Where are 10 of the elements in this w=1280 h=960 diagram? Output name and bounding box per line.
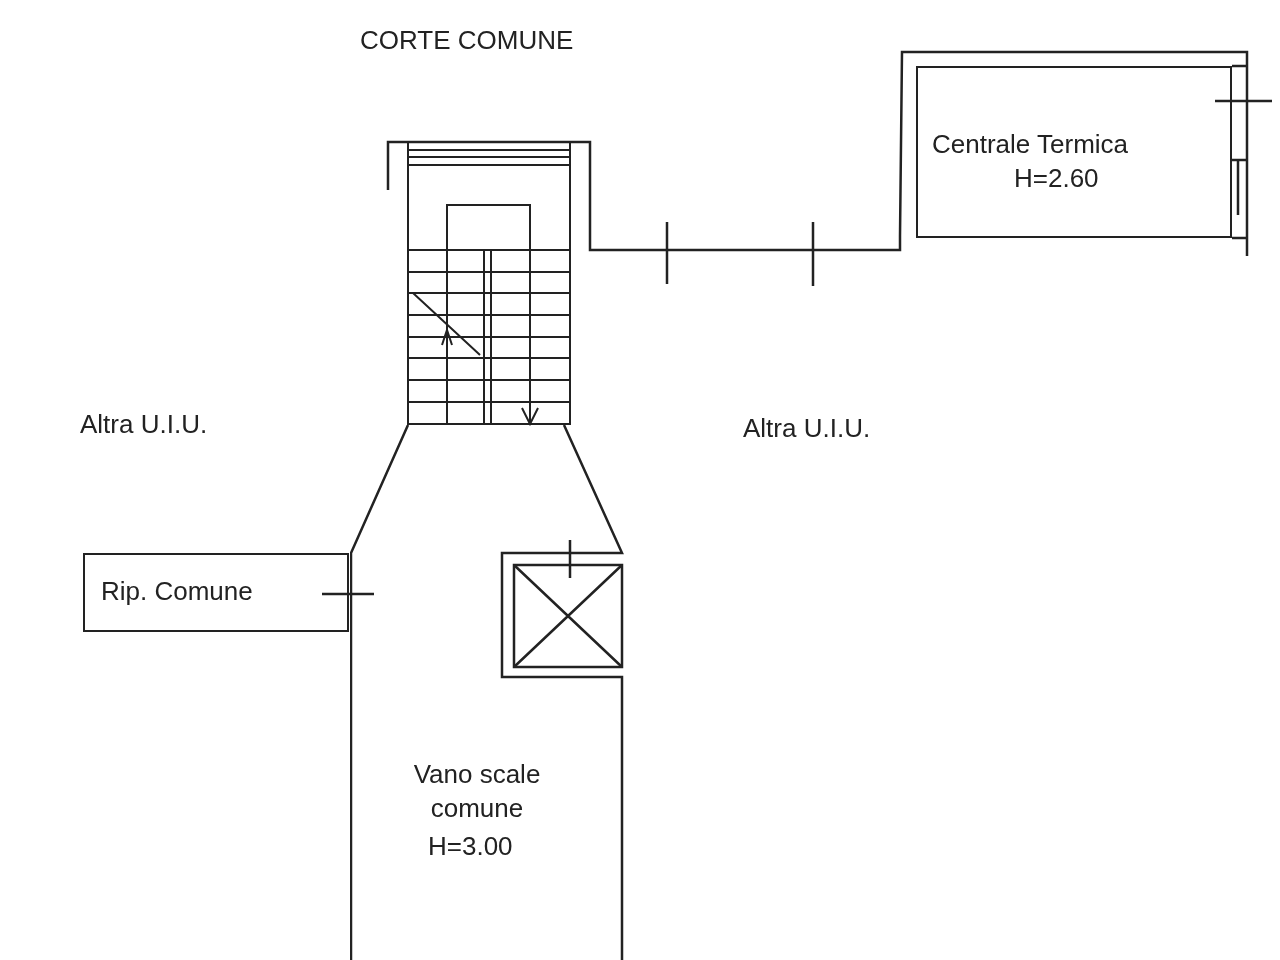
area-label: Altra U.I.U. xyxy=(743,412,871,445)
room-name: Centrale Termica xyxy=(932,128,1129,161)
room-name: Vano scale comune xyxy=(412,758,542,825)
area-label: Altra U.I.U. xyxy=(80,408,208,441)
area-label: CORTE COMUNE xyxy=(360,24,574,57)
room-height: H=2.60 xyxy=(1014,162,1099,195)
room-outline xyxy=(83,553,349,632)
room-name: Rip. Comune xyxy=(101,575,253,608)
room-outline xyxy=(916,66,1232,238)
room-height: H=3.00 xyxy=(428,830,513,863)
